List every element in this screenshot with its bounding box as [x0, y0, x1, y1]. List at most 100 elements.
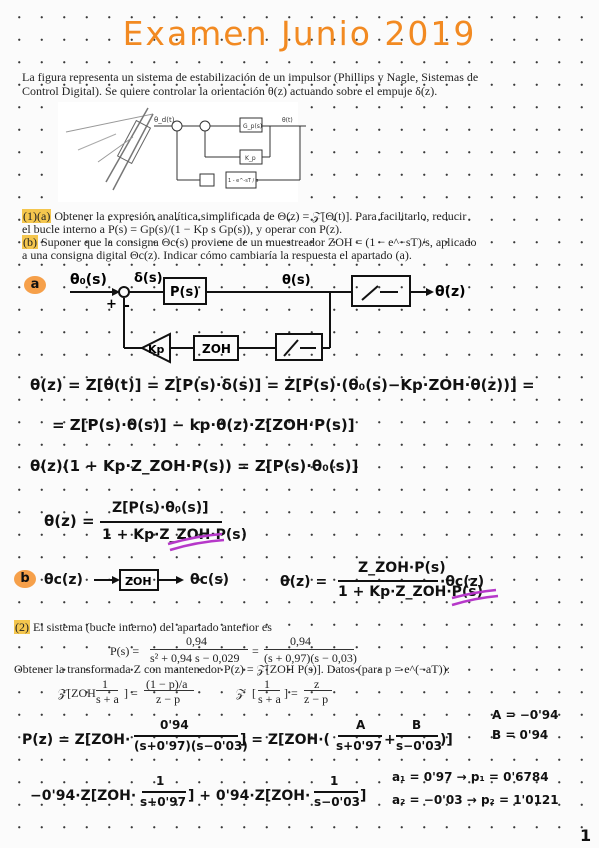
eq-a-4-lhs: θ(z) = — [44, 512, 95, 530]
h2-B: B — [412, 718, 422, 732]
q2-t2-bar — [258, 690, 280, 691]
q2-text-1: El sistema (bucle interno) del apartado … — [33, 620, 272, 634]
q2-num1: 0,94 — [186, 634, 207, 648]
printed-block-diagram: θ_d(t) G_p(s) θ(t) K_p 1 - e^-sT / s — [150, 110, 310, 200]
q1-tag: (1)(a) — [22, 209, 52, 223]
q2-t1-eq: ] = — [124, 686, 138, 700]
q1b-tag: (b) — [22, 235, 38, 249]
q2-den1: s² + 0,94 s − 0,029 — [150, 651, 240, 665]
q2-eq: = — [252, 644, 259, 658]
h2-A-den: s+0'97 — [336, 739, 382, 753]
q2-t1-lhs: 𝒵[ZOH — [58, 686, 96, 700]
hd-delta: δ(s) — [134, 271, 163, 286]
q1-line-2: el bucle interno a P(s) = Gp(s)/(1 − Kp … — [22, 222, 343, 236]
q2-t2-open: [ — [252, 686, 256, 700]
h2-A: A — [356, 718, 366, 732]
h2-l2-end: ] — [360, 788, 367, 804]
b-den: 1 + Kp·Z_ZOH·P(s) — [338, 584, 484, 600]
q2-tag: (2) — [14, 620, 30, 634]
h2-a1: a₁ = 0'97 → p₁ = 0'6784 — [392, 770, 549, 784]
hd-kp: Kp — [148, 343, 165, 356]
hd-zoh: ZOH — [202, 342, 231, 356]
page-title: Examen Junio 2019 — [122, 14, 477, 53]
hd-theta-s: θ(s) — [282, 273, 311, 288]
q2-formula-lhs: P(s) = — [110, 644, 140, 658]
q2-t1-den: s + a — [96, 692, 119, 706]
q2-t2-eq: ] = — [284, 686, 298, 700]
q2-t1-rhs-bar — [144, 690, 194, 691]
h2-B-den: s−0'03 — [396, 739, 442, 753]
h2-B-bar — [396, 735, 438, 737]
q1-line-1: (1)(a) Obtener la expresión analítica si… — [22, 209, 466, 224]
q2-t2-rhs-num: z — [314, 677, 320, 691]
eq-a-3: θ(z)(1 + Kp·Z_ZOH·P(s)) = Z[P(s)·θ₀(s)] — [30, 457, 359, 475]
q2-bar2 — [264, 649, 354, 650]
q2-t2-rhs-bar — [304, 690, 332, 691]
b-lhs: θ(z) = — [280, 574, 328, 590]
h2-l2-a-den: s+0'97 — [140, 795, 186, 809]
intro-line-1: La figura representa un sistema de estab… — [22, 70, 479, 84]
handwritten-diagram-a: θ₀(s) + - δ(s) P(s) θ(s) θ(z) ZOH Kp — [70, 271, 466, 364]
b-in: θc(z) — [44, 572, 83, 588]
q1-text-3: Suponer que la consigna Θc(s) proviene d… — [41, 235, 477, 249]
q2-t2-num: 1 — [264, 677, 270, 691]
q2-t1-rhs-num: (1 − p)/a — [146, 677, 188, 691]
b-num: Z_ZOH·P(s) — [358, 560, 446, 576]
h2-l2-b-num: 1 — [330, 774, 339, 788]
h2-B-val: B = 0'94 — [492, 728, 549, 742]
hd-minus: - — [124, 298, 130, 314]
b-out: θc(s) — [190, 572, 230, 588]
eq-a-2: = Z[P(s)·θ(s)] − kp·θ(z)·Z[ZOH·P(s)] — [52, 416, 355, 434]
q2-bar1 — [150, 649, 248, 650]
h2-num: 0'94 — [160, 718, 189, 732]
q2-t2-den: s + a — [258, 692, 281, 706]
eq-a-1: θ(z) = Z[θ(t)] = Z[P(s)·δ(s)] = Z[P(s)·(… — [30, 376, 535, 394]
impeller-drawing — [65, 107, 154, 191]
h2-A-bar — [338, 735, 382, 737]
b-frac-bar — [338, 580, 438, 582]
hd-input: θ₀(s) — [70, 272, 107, 288]
hd-plus: + — [106, 297, 117, 312]
label-b-badge: b — [14, 570, 36, 588]
h2-l2-a-num: 1 — [156, 774, 165, 788]
bd-zoh-label: 1 - e^-sT / s — [228, 178, 259, 184]
q2-t2-rhs-den: z − p — [304, 692, 329, 706]
b-zoh-block: ZOH — [125, 575, 152, 588]
h2-l2-a: −0'94·Z[ZOH· — [30, 788, 137, 804]
h2-l2-b-den: s−0'03 — [314, 795, 360, 809]
hd-output: θ(z) — [435, 284, 466, 300]
h2-bar — [134, 735, 238, 737]
bd-input-label: θ_d(t) — [154, 116, 175, 124]
highlight-underline-b — [451, 588, 499, 607]
h2-l2-b: ] + 0'94·Z[ZOH· — [188, 788, 311, 804]
intro-line-2: Control Digital). Se quiere controlar la… — [22, 84, 438, 98]
bd-gp-label: G_p(s) — [243, 123, 262, 130]
eq-a-4-den: 1 + Kp·Z_ZOH·P(s) — [102, 527, 248, 543]
h2-plus: + — [384, 732, 396, 748]
q2-t1-rhs-den: z − p — [156, 692, 181, 706]
h2-close: )] — [440, 732, 453, 748]
b-zoh-diagram: ZOH — [94, 569, 184, 591]
b-tail: ·θc(z) — [440, 574, 485, 590]
h2-den: (s+0'97)(s−0'03) — [134, 739, 248, 753]
h2-A-val: A = −0'94 — [492, 708, 559, 722]
q2-num2: 0,94 — [290, 634, 311, 648]
eq-a-4-num: Z[P(s)·θ₀(s)] — [112, 500, 209, 516]
h2-a2: a₂ = −0'03 → p₂ = 1'0121 — [392, 793, 559, 807]
label-a-badge: a — [24, 276, 46, 294]
h2-l2-b-bar — [314, 791, 358, 793]
bd-out-label: θ(t) — [282, 117, 293, 124]
q2-t1-num: 1 — [102, 677, 108, 691]
q1-text-1: Obtener la expresión analítica simplific… — [54, 209, 467, 223]
page-number: 1 — [580, 826, 592, 845]
q2-den2: (s + 0,97)(s − 0,03) — [264, 651, 357, 665]
q1-line-3: (b) Suponer que la consigna Θc(s) provie… — [22, 235, 476, 250]
hd-p-block: P(s) — [170, 285, 199, 300]
q2-t2-lhs: 𝒵 — [236, 686, 246, 700]
h2-l2-a-bar — [142, 791, 186, 793]
eq-a-4-frac-bar — [100, 521, 222, 523]
q2-t1-bar — [96, 690, 118, 691]
highlight-underline-a — [167, 532, 225, 552]
h2-mid: ] = Z[ZOH·( — [240, 732, 330, 748]
q1-line-4: a una consigna digital Θc(z). Indicar có… — [22, 248, 412, 262]
